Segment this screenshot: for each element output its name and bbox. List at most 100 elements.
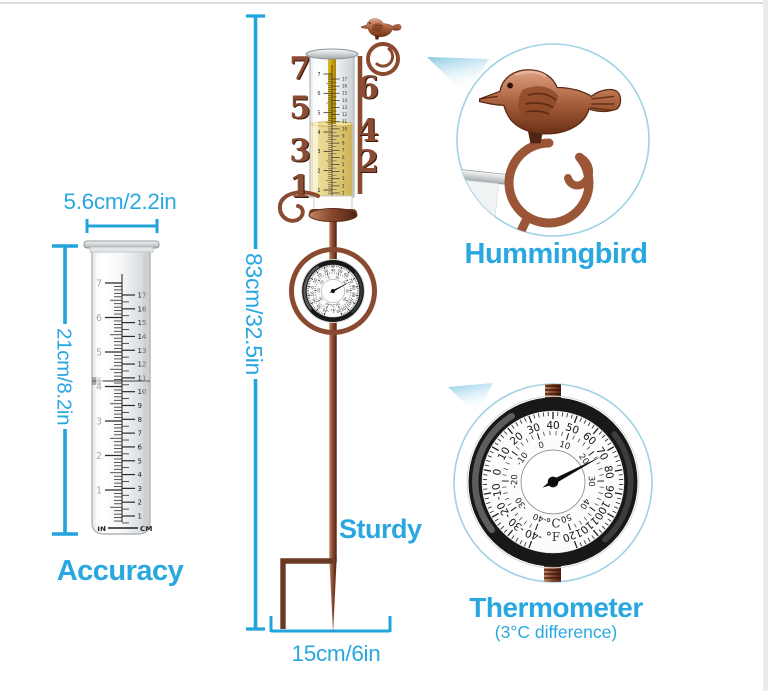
svg-text:IN: IN [97, 524, 106, 533]
stake-spike [329, 558, 337, 633]
svg-text:0: 0 [310, 285, 315, 289]
photo-top-edge [0, 2, 768, 4]
dimension-left-height: 21cm/8.2in [52, 324, 76, 430]
svg-text:7: 7 [138, 430, 142, 438]
svg-text:90: 90 [601, 484, 615, 499]
svg-text:12: 12 [138, 361, 147, 369]
svg-text:0: 0 [327, 275, 330, 279]
svg-text:4: 4 [342, 169, 345, 174]
svg-text:1: 1 [290, 170, 312, 206]
thermometer-note: (3°C difference) [494, 622, 618, 642]
svg-text:2: 2 [138, 499, 142, 507]
svg-text:0: 0 [491, 468, 504, 477]
dimension-bottom-width: 15cm/6in [291, 641, 381, 666]
svg-text:5: 5 [317, 111, 320, 117]
svg-text:6: 6 [358, 71, 380, 107]
svg-text:7: 7 [342, 148, 345, 153]
svg-text:14: 14 [342, 98, 348, 103]
svg-text:-20: -20 [311, 297, 319, 305]
svg-text:9: 9 [138, 402, 142, 410]
sturdy-label: Sturdy [339, 514, 422, 544]
thermometer-hoop [289, 247, 377, 335]
svg-text:3: 3 [317, 149, 320, 155]
celsius-unit-label: °C [330, 305, 336, 310]
thermometer-label: Thermometer [469, 592, 643, 623]
svg-text:7: 7 [289, 51, 311, 87]
svg-text:9: 9 [342, 133, 345, 138]
svg-text:5: 5 [290, 91, 312, 127]
svg-text:10: 10 [335, 275, 340, 280]
svg-text:30: 30 [345, 289, 349, 293]
svg-text:2: 2 [342, 183, 345, 188]
svg-text:-30: -30 [315, 303, 323, 311]
magnify-beam-top [427, 57, 489, 95]
svg-text:120: 120 [335, 307, 344, 314]
svg-text:6: 6 [317, 91, 320, 97]
svg-text:6: 6 [138, 443, 143, 451]
svg-text:60: 60 [343, 271, 350, 278]
svg-text:50: 50 [559, 511, 573, 524]
svg-text:4: 4 [358, 114, 380, 150]
svg-text:50: 50 [335, 302, 340, 307]
svg-text:10: 10 [558, 440, 571, 453]
svg-text:40: 40 [342, 296, 348, 302]
svg-text:4: 4 [317, 130, 321, 136]
svg-text:10: 10 [138, 388, 147, 396]
svg-text:-40: -40 [325, 302, 331, 308]
svg-text:100: 100 [347, 297, 355, 306]
svg-text:11: 11 [138, 374, 147, 382]
svg-text:90: 90 [351, 292, 357, 298]
product-stake: 76543211716151413121110987654321INCM7755… [277, 18, 402, 633]
ground-prong [280, 558, 333, 629]
fahrenheit-unit-label: °F [330, 310, 335, 315]
svg-text:1: 1 [138, 513, 142, 521]
svg-text:5: 5 [342, 162, 345, 167]
celsius-unit-label: °C [546, 516, 561, 530]
svg-text:16: 16 [138, 305, 147, 313]
svg-text:14: 14 [138, 333, 147, 341]
svg-text:30: 30 [525, 421, 542, 437]
svg-text:-10: -10 [309, 291, 315, 299]
svg-text:3: 3 [289, 133, 311, 169]
svg-text:8: 8 [138, 416, 142, 424]
svg-text:40: 40 [331, 268, 336, 273]
svg-text:-10: -10 [490, 482, 505, 501]
dimension-top-width: 5.6cm/2.2in [63, 189, 177, 214]
magnify-beam-bottom [448, 383, 493, 415]
svg-text:50: 50 [564, 421, 581, 437]
svg-text:7: 7 [317, 72, 320, 78]
svg-text:17: 17 [138, 292, 147, 300]
left-rain-gauge: 76543211716151413121110987654321INCM [83, 240, 160, 535]
svg-text:13: 13 [138, 347, 147, 355]
svg-text:4: 4 [138, 471, 143, 479]
svg-text:0: 0 [537, 440, 545, 451]
photo-right-edge [763, 0, 768, 691]
svg-text:10: 10 [342, 126, 348, 131]
frame-scroll [277, 190, 320, 223]
svg-text:3: 3 [290, 134, 312, 170]
svg-text:80: 80 [601, 465, 615, 480]
svg-text:12: 12 [342, 112, 348, 117]
svg-text:1: 1 [317, 188, 320, 194]
svg-text:5: 5 [289, 90, 311, 126]
svg-text:-40: -40 [524, 526, 544, 543]
svg-text:20: 20 [342, 280, 348, 286]
svg-text:6: 6 [342, 155, 345, 160]
svg-text:40: 40 [546, 420, 559, 432]
svg-text:15: 15 [342, 91, 348, 96]
svg-text:1: 1 [289, 169, 311, 205]
bird-figurine [478, 69, 622, 144]
svg-text:50: 50 [337, 268, 344, 275]
svg-text:110: 110 [342, 303, 351, 312]
svg-text:-40: -40 [322, 307, 330, 314]
svg-text:80: 80 [351, 285, 357, 291]
svg-text:-30: -30 [318, 296, 324, 302]
svg-text:1: 1 [342, 190, 345, 195]
bird-figurine [360, 18, 402, 40]
svg-text:-40: -40 [532, 510, 549, 524]
